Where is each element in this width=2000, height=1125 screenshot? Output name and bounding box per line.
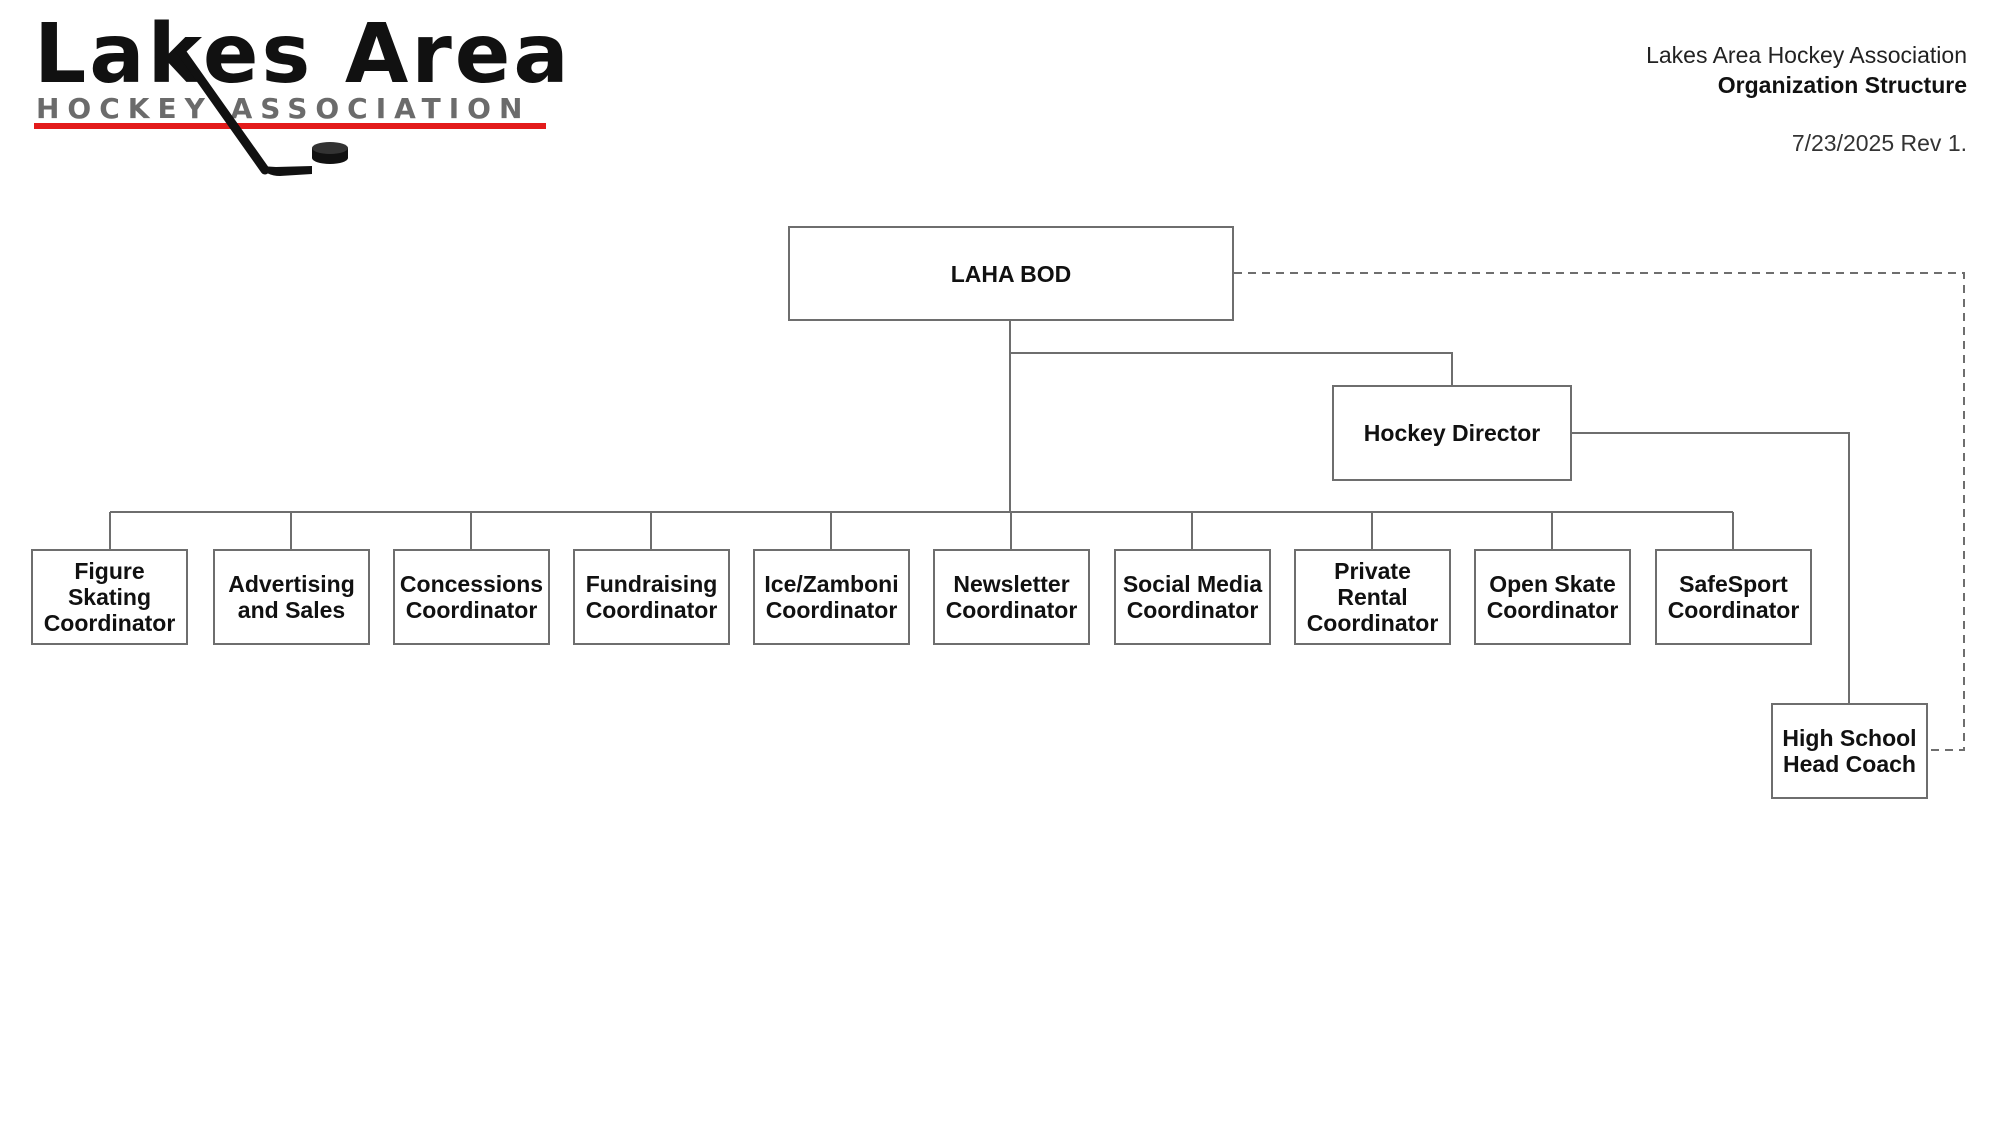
node-label: Hockey Director [1363, 420, 1541, 446]
node-label: High School Head Coach [1782, 725, 1917, 777]
node-safesport-coordinator: SafeSport Coordinator [1655, 549, 1812, 645]
node-label: Concessions Coordinator [399, 571, 544, 623]
node-ice-zamboni-coordinator: Ice/Zamboni Coordinator [753, 549, 910, 645]
node-hockey-director: Hockey Director [1332, 385, 1572, 481]
node-label: Ice/Zamboni Coordinator [764, 571, 899, 623]
hockey-stick-blade [260, 166, 312, 176]
node-label: Open Skate Coordinator [1486, 571, 1619, 623]
document-title: Organization Structure [1717, 72, 1967, 98]
connector-dashed-bod-coach [1234, 272, 1965, 751]
node-concessions-coordinator: Concessions Coordinator [393, 549, 550, 645]
node-newsletter-coordinator: Newsletter Coordinator [933, 549, 1090, 645]
organization-name: Lakes Area Hockey Association [1646, 42, 1967, 68]
node-open-skate-coordinator: Open Skate Coordinator [1474, 549, 1631, 645]
node-advertising-and-sales: Advertising and Sales [213, 549, 370, 645]
node-label: LAHA BOD [950, 260, 1072, 287]
node-label: Social Media Coordinator [1122, 571, 1263, 623]
node-social-media-coordinator: Social Media Coordinator [1114, 549, 1271, 645]
node-label: Advertising and Sales [228, 571, 355, 623]
connector-root-director [1010, 352, 1453, 385]
node-laha-bod: LAHA BOD [788, 226, 1234, 321]
node-figure-skating-coordinator: Figure Skating Coordinator [31, 549, 188, 645]
node-label: Private Rental Coordinator [1306, 558, 1439, 636]
node-fundraising-coordinator: Fundraising Coordinator [573, 549, 730, 645]
hockey-puck [312, 142, 348, 154]
node-private-rental-coordinator: Private Rental Coordinator [1294, 549, 1451, 645]
logo-red-underline [34, 123, 546, 129]
node-label: Newsletter Coordinator [945, 571, 1078, 623]
hockey-stick-shaft [175, 45, 270, 175]
node-label: SafeSport Coordinator [1667, 571, 1800, 623]
node-label: Figure Skating Coordinator [43, 558, 176, 636]
revision-date: 7/23/2025 Rev 1. [1791, 130, 1967, 156]
node-label: Fundraising Coordinator [585, 571, 718, 623]
lakes-area-logo: Lakes Area HOCKEY ASSOCIATION [30, 14, 590, 190]
logo-title: Lakes Area [34, 7, 572, 102]
node-high-school-head-coach: High School Head Coach [1771, 703, 1928, 799]
document-header: Lakes Area Hockey Association Organizati… [1646, 40, 1967, 158]
logo-subtitle: HOCKEY ASSOCIATION [36, 92, 531, 125]
connector-director-coach [1571, 432, 1850, 703]
hockey-stick-puck-icon [34, 45, 546, 176]
